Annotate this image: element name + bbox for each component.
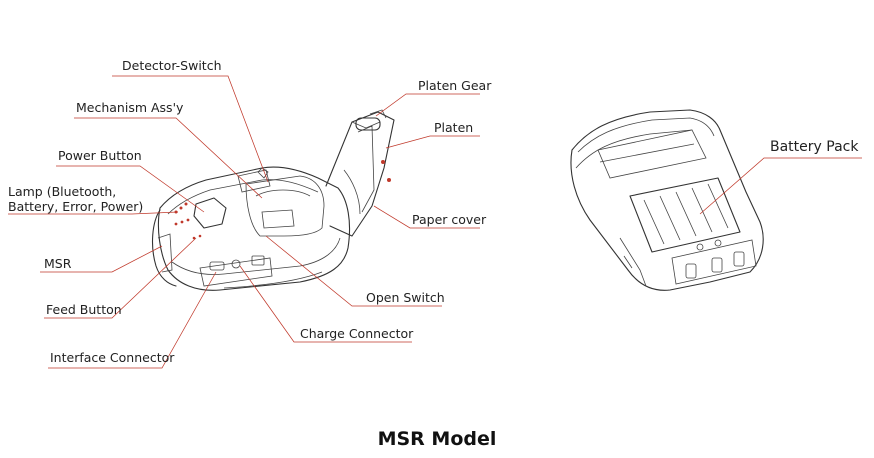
label-feed-button: Feed Button xyxy=(46,302,122,317)
label-msr: MSR xyxy=(44,256,72,271)
label-detector-switch: Detector-Switch xyxy=(122,58,222,73)
label-lamp-line2: Battery, Error, Power) xyxy=(8,199,144,214)
closed-printer-drawing xyxy=(570,109,764,291)
label-interface-connector: Interface Connector xyxy=(50,350,175,365)
label-platen: Platen xyxy=(434,120,474,135)
leader-lines xyxy=(8,75,862,369)
label-lamp-line1: Lamp (Bluetooth, xyxy=(8,184,117,199)
label-mechanism-assy: Mechanism Ass'y xyxy=(76,100,184,115)
label-platen-gear: Platen Gear xyxy=(418,78,492,93)
label-battery-pack: Battery Pack xyxy=(770,139,859,155)
label-paper-cover: Paper cover xyxy=(412,212,487,227)
figure-caption: MSR Model xyxy=(377,428,497,450)
label-charge-connector: Charge Connector xyxy=(300,326,414,341)
label-power-button: Power Button xyxy=(58,148,142,163)
label-open-switch: Open Switch xyxy=(366,290,445,305)
open-printer-drawing xyxy=(151,109,395,291)
